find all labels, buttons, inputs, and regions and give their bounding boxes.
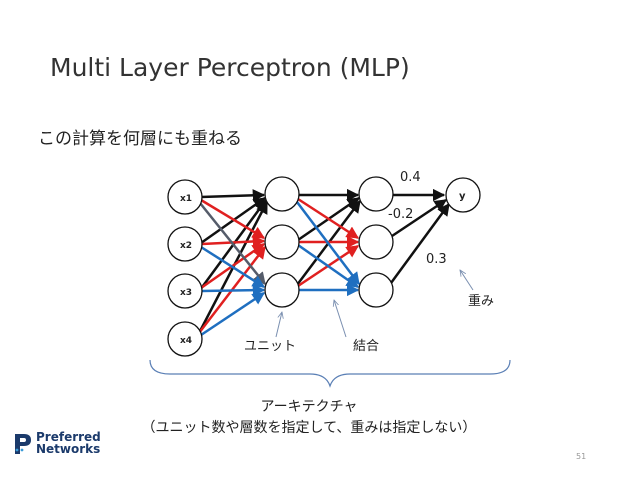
hidden2-node-1 bbox=[358, 176, 394, 212]
weight-value-2: -0.2 bbox=[388, 207, 413, 222]
hidden-layer-1 bbox=[264, 176, 300, 308]
connections-hidden1-to-hidden2 bbox=[296, 188, 361, 297]
hidden1-node-1 bbox=[264, 176, 300, 212]
input-node-x4 bbox=[167, 321, 203, 357]
logo-text-line1: Preferred bbox=[36, 430, 101, 444]
architecture-caption: アーキテクチャ bbox=[260, 399, 358, 415]
preferred-networks-logo: Preferred Networks bbox=[12, 431, 132, 459]
input-label-x1: x1 bbox=[180, 194, 192, 204]
weight-value-3: 0.3 bbox=[426, 252, 447, 267]
input-label-x3: x3 bbox=[180, 288, 192, 298]
pfn-logo-icon bbox=[15, 434, 31, 454]
hidden1-node-3 bbox=[264, 272, 300, 308]
connections-input-to-hidden1 bbox=[196, 189, 269, 337]
weight-label: 重み bbox=[468, 293, 494, 309]
connections-hidden2-to-output bbox=[389, 188, 451, 284]
input-node-x1 bbox=[167, 179, 203, 215]
hidden2-node-3 bbox=[358, 272, 394, 308]
slide-subtitle: この計算を何層にも重ねる bbox=[38, 129, 242, 149]
logo-text-line2: Networks bbox=[36, 442, 101, 456]
hidden1-node-2 bbox=[264, 224, 300, 260]
input-label-x4: x4 bbox=[180, 336, 192, 346]
output-layer: y bbox=[445, 177, 481, 213]
hidden2-node-2 bbox=[358, 224, 394, 260]
architecture-caption-detail: （ユニット数や層数を指定して、重みは指定しない） bbox=[141, 420, 477, 436]
slide-title: Multi Layer Perceptron (MLP) bbox=[50, 53, 410, 82]
input-layer: x1 x2 x3 x4 bbox=[167, 179, 203, 357]
input-node-x2 bbox=[167, 226, 203, 262]
connection-label: 結合 bbox=[353, 339, 379, 354]
architecture-brace bbox=[149, 359, 511, 388]
weight-pointer-arrow bbox=[460, 270, 474, 291]
unit-label: ユニット bbox=[244, 339, 296, 354]
weight-value-1: 0.4 bbox=[400, 170, 421, 185]
output-label-y: y bbox=[459, 191, 466, 202]
input-label-x2: x2 bbox=[180, 241, 192, 251]
page-number: 51 bbox=[576, 452, 587, 461]
output-node-y bbox=[445, 177, 481, 213]
hidden-layer-2 bbox=[358, 176, 394, 308]
connection-pointer-arrow bbox=[334, 300, 347, 338]
unit-pointer-arrow bbox=[275, 312, 282, 338]
input-node-x3 bbox=[167, 273, 203, 309]
